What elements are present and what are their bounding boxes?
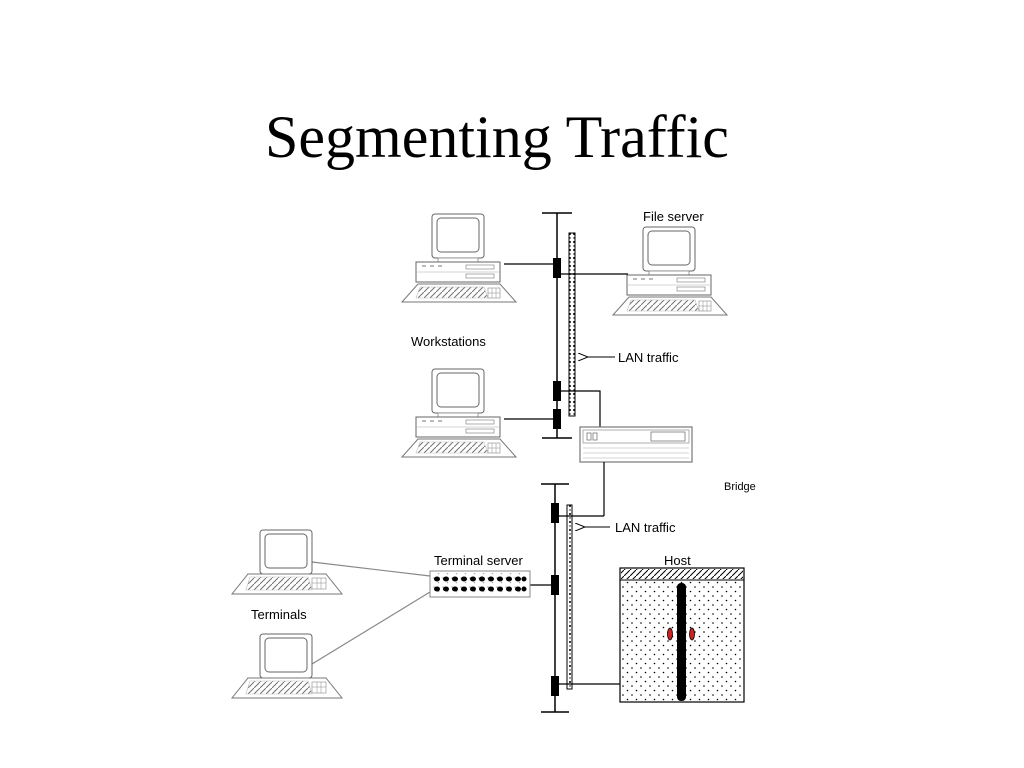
terminal-bottom: [231, 633, 343, 699]
slide-title: Segmenting Traffic: [265, 104, 729, 170]
terminal-server-device: [429, 570, 531, 598]
file-server: [612, 226, 728, 316]
workstation-bottom: [401, 368, 517, 458]
terminals-label: Terminals: [251, 607, 307, 622]
terminal-top: [231, 529, 343, 595]
terminal-link-bottom: [311, 591, 431, 665]
host-device: [619, 567, 745, 703]
host-label: Host: [664, 553, 691, 568]
workstations-label: Workstations: [411, 334, 486, 349]
bottom-lan-segment: [530, 483, 620, 713]
file-server-label: File server: [643, 209, 704, 224]
lan-traffic-top-label: LAN traffic: [618, 350, 679, 365]
host-indicator-left: [667, 627, 673, 641]
lan-traffic-bottom-label: LAN traffic: [615, 520, 676, 535]
terminal-server-label: Terminal server: [434, 553, 524, 568]
terminal-link-top: [311, 561, 431, 577]
top-lan-segment: [504, 212, 628, 439]
workstation-top: [401, 213, 517, 303]
bridge-label: Bridge: [724, 481, 756, 493]
bridge-device: [579, 426, 693, 463]
host-indicator-right: [689, 627, 695, 641]
